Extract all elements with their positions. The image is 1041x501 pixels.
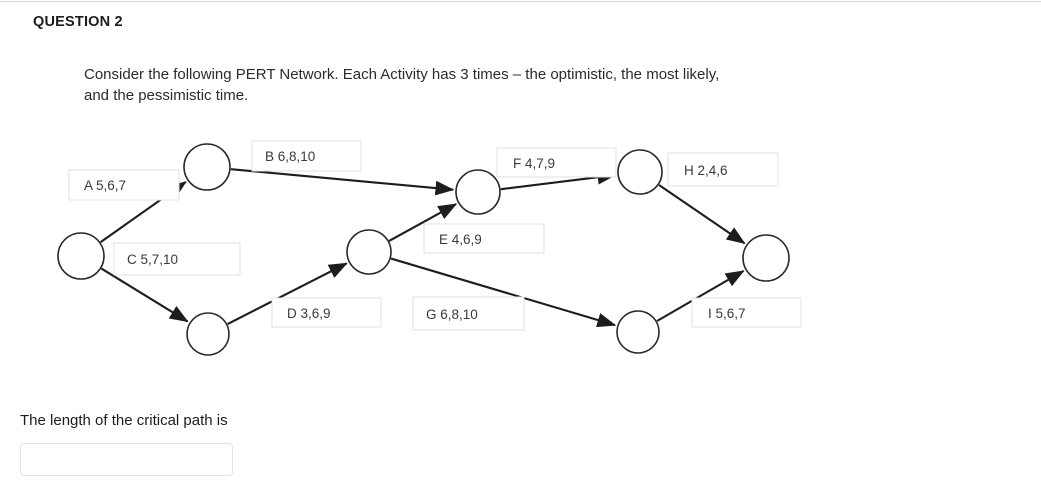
label-g-text: G 6,8,10 bbox=[426, 307, 478, 322]
question-prompt: Consider the following PERT Network. Eac… bbox=[84, 64, 964, 106]
edge-h bbox=[658, 184, 746, 245]
label-d-box bbox=[271, 297, 382, 328]
label-b: B 6,8,10 bbox=[251, 140, 362, 172]
label-h-text: H 2,4,6 bbox=[684, 163, 728, 178]
label-f-text: F 4,7,9 bbox=[513, 156, 555, 171]
start-node bbox=[57, 232, 105, 280]
node-after-c bbox=[186, 312, 230, 356]
label-d: D 3,6,9 bbox=[271, 297, 382, 328]
question-title: QUESTION 2 bbox=[33, 14, 123, 30]
label-c-box bbox=[113, 242, 241, 276]
label-e: E 4,6,9 bbox=[423, 223, 545, 254]
label-g: G 6,8,10 bbox=[412, 296, 525, 331]
pert-network-diagram: A 5,6,7 B 6,8,10 C 5,7,10 D 3,6,9 E 4,6,9 F 4… bbox=[0, 126, 860, 386]
label-i-box bbox=[691, 297, 802, 328]
node-d-junction bbox=[346, 229, 392, 275]
label-c-text: C 5,7,10 bbox=[127, 252, 178, 267]
label-b-box bbox=[251, 140, 362, 172]
label-d-text: D 3,6,9 bbox=[287, 306, 331, 321]
prompt-line-1: Consider the following PERT Network. Eac… bbox=[84, 66, 720, 83]
label-i-text: I 5,6,7 bbox=[708, 306, 746, 321]
edge-labels-group: A 5,6,7 B 6,8,10 C 5,7,10 D 3,6,9 E 4,6,9 F 4… bbox=[68, 140, 802, 331]
edge-e bbox=[388, 203, 458, 242]
edge-g bbox=[390, 257, 617, 328]
page-top-divider bbox=[0, 1, 1041, 2]
edge-b bbox=[230, 168, 455, 196]
label-a: A 5,6,7 bbox=[68, 169, 180, 201]
edge-c bbox=[100, 267, 189, 323]
label-c: C 5,7,10 bbox=[113, 242, 241, 276]
label-f: F 4,7,9 bbox=[496, 147, 617, 178]
label-h-box bbox=[667, 152, 779, 187]
label-a-text: A 5,6,7 bbox=[84, 178, 126, 193]
label-a-box bbox=[68, 169, 180, 201]
label-e-text: E 4,6,9 bbox=[439, 232, 482, 247]
prompt-line-2: and the pessimistic time. bbox=[84, 87, 249, 104]
label-e-box bbox=[423, 223, 545, 254]
nodes-group bbox=[57, 143, 790, 356]
label-h: H 2,4,6 bbox=[667, 152, 779, 187]
end-node bbox=[742, 234, 790, 282]
label-b-text: B 6,8,10 bbox=[265, 149, 315, 164]
edge-i bbox=[656, 270, 745, 322]
critical-path-answer-input[interactable] bbox=[20, 443, 233, 476]
edge-d bbox=[227, 262, 348, 325]
node-be-junction bbox=[455, 169, 501, 215]
label-g-box bbox=[412, 296, 525, 331]
label-i: I 5,6,7 bbox=[691, 297, 802, 328]
label-f-box bbox=[496, 147, 617, 178]
node-after-a bbox=[183, 143, 231, 191]
answer-question-text: The length of the critical path is bbox=[20, 412, 228, 429]
node-after-f bbox=[617, 149, 663, 195]
pert-network-svg: A 5,6,7 B 6,8,10 C 5,7,10 D 3,6,9 E 4,6,9 F 4… bbox=[57, 140, 802, 356]
edges-group bbox=[99, 168, 746, 328]
node-after-g bbox=[616, 310, 660, 354]
